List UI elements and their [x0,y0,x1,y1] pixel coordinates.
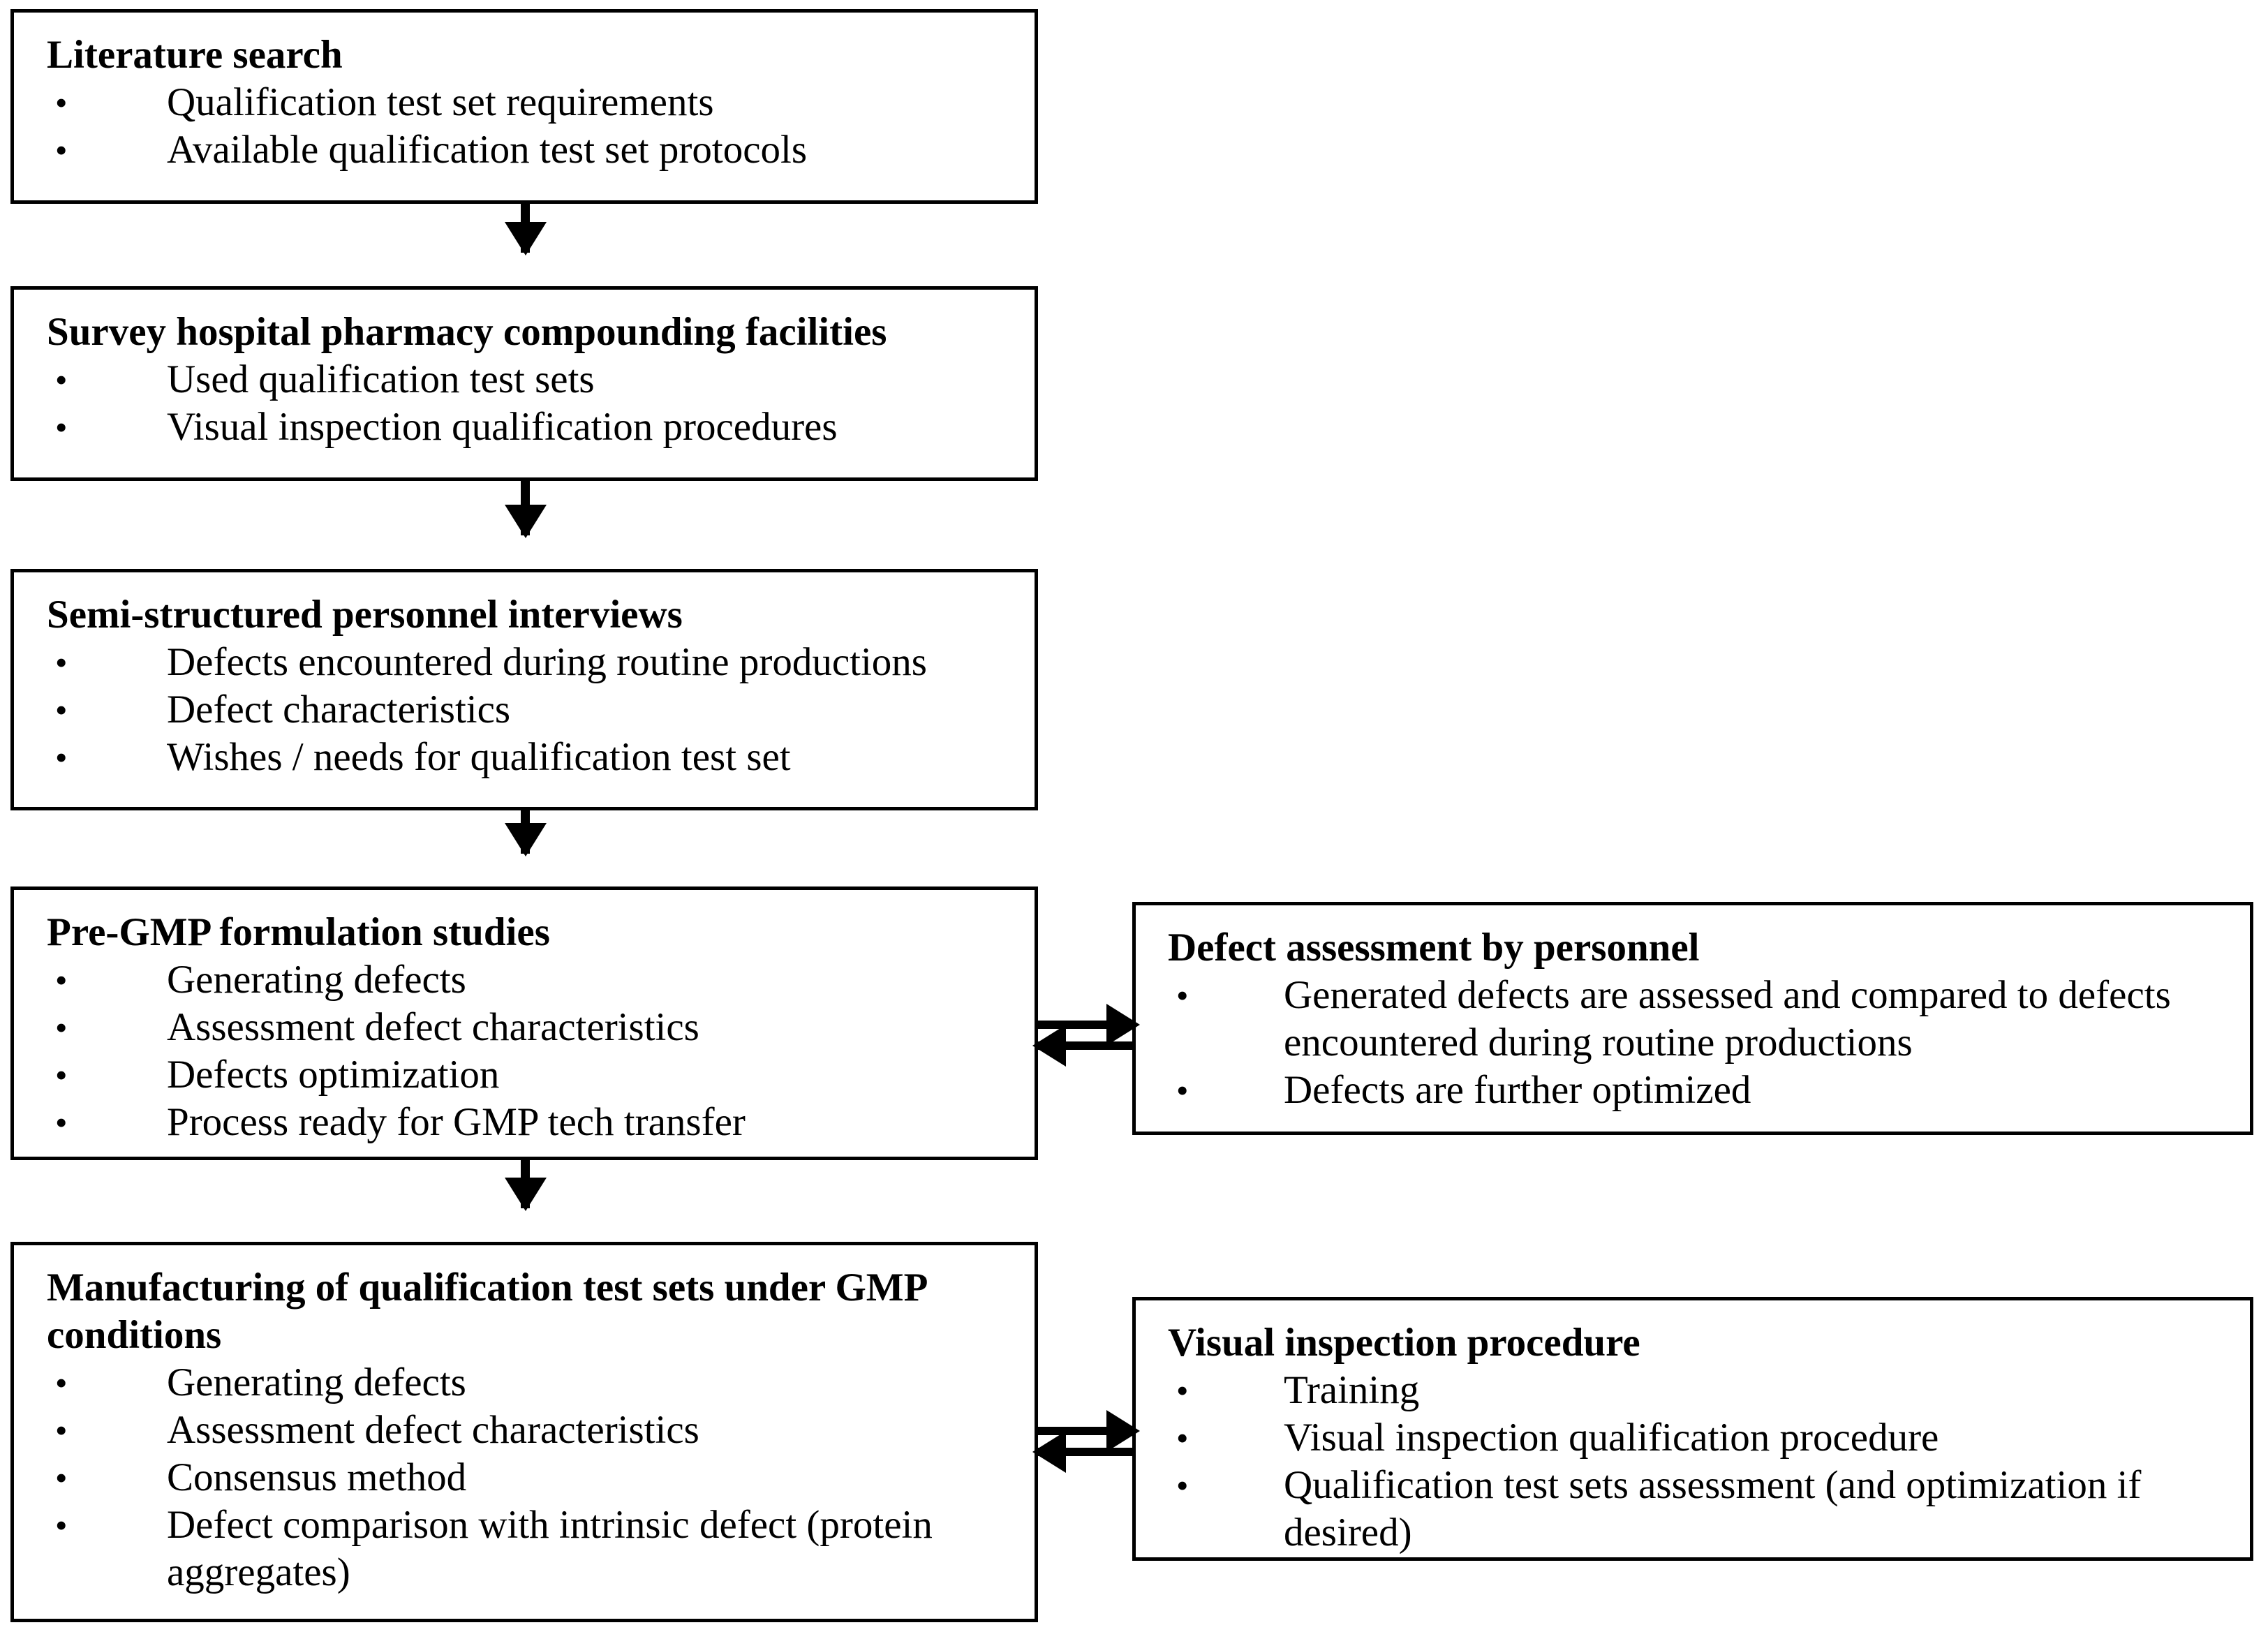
list-item: • Generating defects [47,1359,1014,1407]
list-item-label: Wishes / needs for qualification test se… [167,735,791,779]
bullet-icon: • [1176,1071,1189,1110]
flow-node-defect-assessment-by-personnel: Defect assessment by personnel • Generat… [1132,902,2253,1135]
list-item-label: Used qualification test sets [167,357,595,401]
node-bullet-list: • Defects encountered during routine pro… [47,639,1014,781]
list-item-label: Visual inspection qualification procedur… [167,405,838,449]
node-title: Pre-GMP formulation studies [47,910,550,954]
list-item: • Consensus method [47,1454,1014,1501]
list-item-label: Training [1284,1368,1420,1412]
list-item-label: Visual inspection qualification procedur… [1284,1416,1939,1460]
list-item-label: Assessment defect characteristics [167,1408,699,1452]
arrow-down-literature-to-survey [521,204,530,253]
flow-node-visual-inspection-procedure: Visual inspection procedure • Training •… [1132,1297,2253,1561]
arrow-down-survey-to-interviews [521,481,530,535]
arrow-down-pregmp-to-manufacturing [521,1159,530,1208]
arrow-down-interviews-to-pregmp [521,810,530,854]
node-bullet-list: • Generating defects • Assessment defect… [47,1359,1014,1596]
flow-node-manufacturing-under-gmp: Manufacturing of qualification test sets… [10,1242,1038,1622]
node-content: Visual inspection procedure • Training •… [1136,1300,2250,1557]
node-title: Literature search [47,33,343,77]
node-bullet-list: • Training • Visual inspection qualifica… [1168,1367,2232,1557]
list-item-label: Defects are further optimized [1284,1068,1751,1112]
bullet-icon: • [55,643,68,682]
list-item: • Qualification test sets assessment (an… [1168,1462,2232,1557]
list-item: • Visual inspection qualification proced… [47,403,1014,451]
flow-node-semi-structured-interviews: Semi-structured personnel interviews • D… [10,569,1038,810]
list-item: • Qualification test set requirements [47,79,1014,126]
list-item: • Visual inspection qualification proced… [1168,1414,2232,1462]
node-content: Defect assessment by personnel • Generat… [1136,905,2250,1114]
node-title: Semi-structured personnel interviews [47,593,683,637]
list-item-label: Defect characteristics [167,688,511,732]
list-item: • Training [1168,1367,2232,1414]
bullet-icon: • [55,960,68,1000]
node-content: Survey hospital pharmacy compounding fac… [14,290,1035,451]
list-item: • Defect comparison with intrinsic defec… [47,1501,1014,1596]
bullet-icon: • [55,1506,68,1545]
list-item-label: Assessment defect characteristics [167,1005,699,1049]
node-content: Pre-GMP formulation studies • Generating… [14,890,1035,1146]
bullet-icon: • [55,738,68,777]
list-item: • Defects encountered during routine pro… [47,639,1014,686]
node-content: Semi-structured personnel interviews • D… [14,572,1035,781]
node-title: Defect assessment by personnel [1168,926,1700,970]
bullet-icon: • [55,1458,68,1497]
bullet-icon: • [55,1008,68,1047]
list-item-label: Defects optimization [167,1053,500,1097]
bullet-icon: • [1176,976,1189,1015]
arrow-left-defect-assessment-to-pregmp [1038,1041,1134,1050]
node-title: Survey hospital pharmacy compounding fac… [47,310,887,354]
bullet-icon: • [55,1055,68,1095]
list-item-label: Available qualification test set protoco… [167,128,808,172]
flow-node-pre-gmp-formulation-studies: Pre-GMP formulation studies • Generating… [10,887,1038,1160]
bullet-icon: • [55,360,68,399]
list-item-label: Generating defects [167,1360,466,1404]
node-bullet-list: • Qualification test set requirements • … [47,79,1014,174]
list-item-label: Generating defects [167,958,466,1002]
list-item: • Assessment defect characteristics [47,1407,1014,1454]
list-item-label: Defect comparison with intrinsic defect … [167,1503,933,1594]
node-title: Visual inspection procedure [1168,1321,1640,1365]
node-bullet-list: • Used qualification test sets • Visual … [47,356,1014,451]
list-item: • Available qualification test set proto… [47,126,1014,174]
bullet-icon: • [55,1411,68,1450]
flow-node-survey-facilities: Survey hospital pharmacy compounding fac… [10,286,1038,481]
list-item: • Process ready for GMP tech transfer [47,1099,1014,1146]
arrow-left-visual-inspection-to-manufacturing [1038,1448,1134,1456]
bullet-icon: • [55,131,68,170]
flow-node-literature-search: Literature search • Qualification test s… [10,9,1038,204]
bullet-icon: • [55,83,68,122]
list-item-label: Qualification test sets assessment (and … [1284,1463,2142,1555]
bullet-icon: • [1176,1371,1189,1410]
list-item-label: Generated defects are assessed and compa… [1284,973,2171,1064]
node-bullet-list: • Generated defects are assessed and com… [1168,972,2232,1114]
list-item-label: Defects encountered during routine produ… [167,640,927,684]
node-content: Manufacturing of qualification test sets… [14,1245,1035,1596]
node-bullet-list: • Generating defects • Assessment defect… [47,956,1014,1146]
list-item-label: Process ready for GMP tech transfer [167,1100,746,1144]
bullet-icon: • [1176,1418,1189,1457]
bullet-icon: • [55,1103,68,1142]
node-title: Manufacturing of qualification test sets… [47,1266,936,1357]
bullet-icon: • [55,408,68,447]
list-item-label: Qualification test set requirements [167,80,714,124]
list-item: • Defects optimization [47,1051,1014,1099]
bullet-icon: • [55,1363,68,1402]
list-item: • Defects are further optimized [1168,1067,2232,1114]
list-item-label: Consensus method [167,1455,467,1499]
list-item: • Defect characteristics [47,686,1014,734]
bullet-icon: • [55,690,68,729]
list-item: • Wishes / needs for qualification test … [47,734,1014,781]
bullet-icon: • [1176,1466,1189,1505]
list-item: • Generating defects [47,956,1014,1004]
node-content: Literature search • Qualification test s… [14,13,1035,174]
list-item: • Used qualification test sets [47,356,1014,403]
list-item: • Assessment defect characteristics [47,1004,1014,1051]
list-item: • Generated defects are assessed and com… [1168,972,2232,1067]
